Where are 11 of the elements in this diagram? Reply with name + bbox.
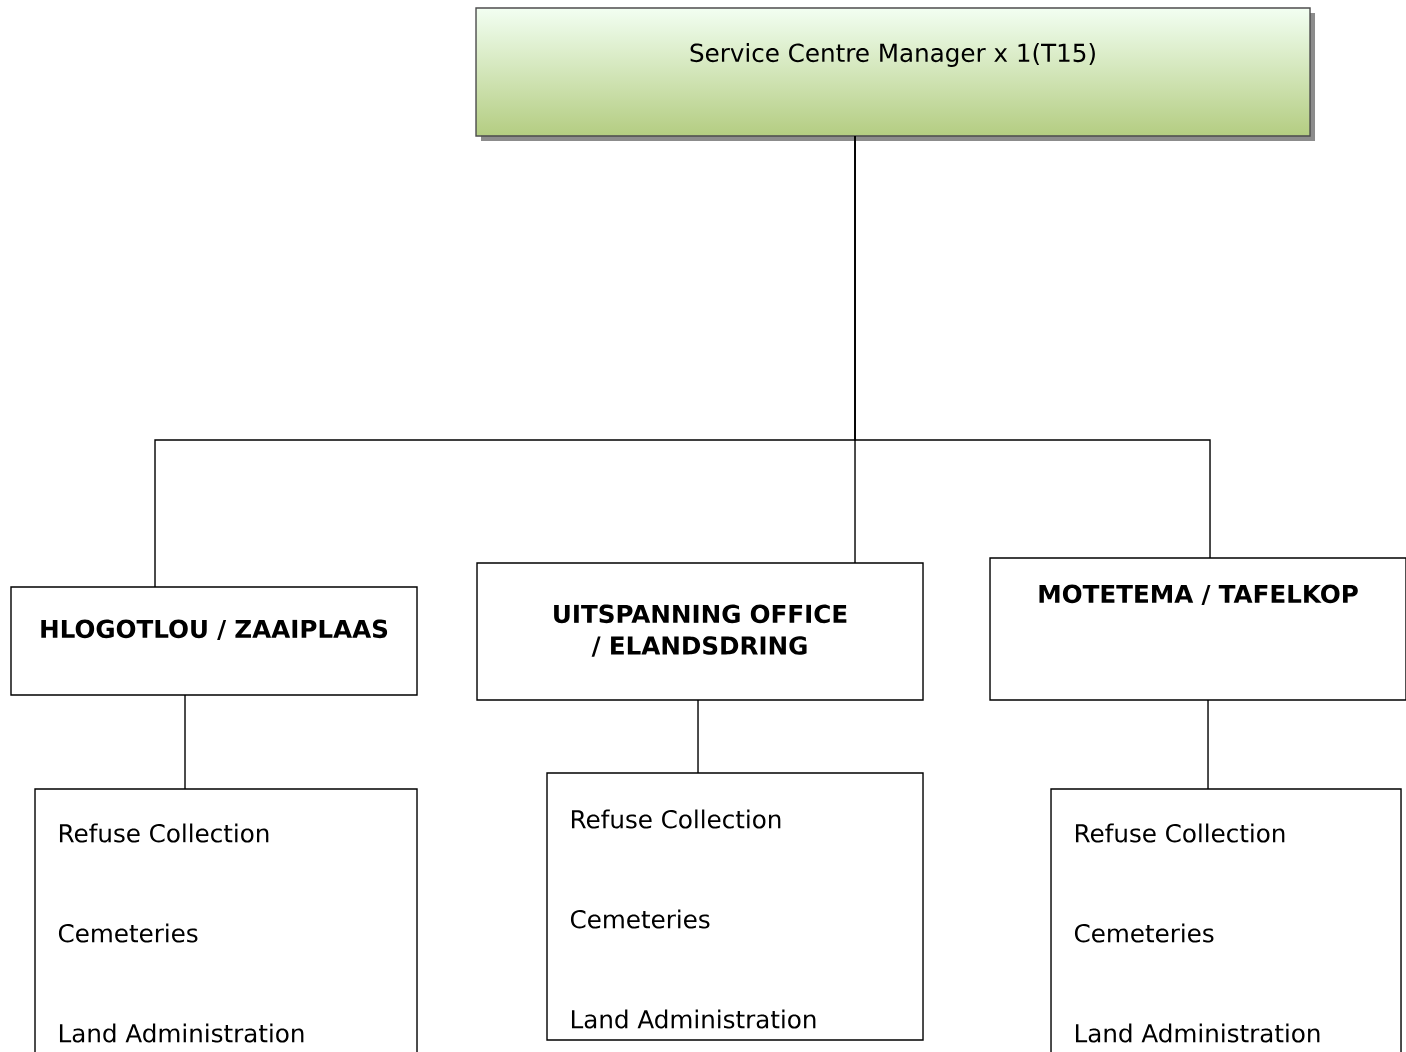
list-box: Refuse Collection Cemeteries Land Administration [546,772,924,1041]
connector-line [184,694,186,790]
unit-box: UITSPANNING OFFICE / ELANDSDRING [476,562,924,701]
list-box: Refuse Collection Cemeteries Land Administration [34,788,418,1052]
title-box: Service Centre Manager x 1(T15) [475,7,1315,141]
unit-box: HLOGOTLOU / ZAAIPLAAS [10,586,418,696]
connector-line [697,699,699,774]
connector-line [1207,699,1209,790]
connector-line [854,135,1211,559]
unit-box: MOTETEMA / TAFELKOP [989,557,1406,701]
list-box: Refuse Collection Cemeteries Land Administration [1050,788,1402,1052]
